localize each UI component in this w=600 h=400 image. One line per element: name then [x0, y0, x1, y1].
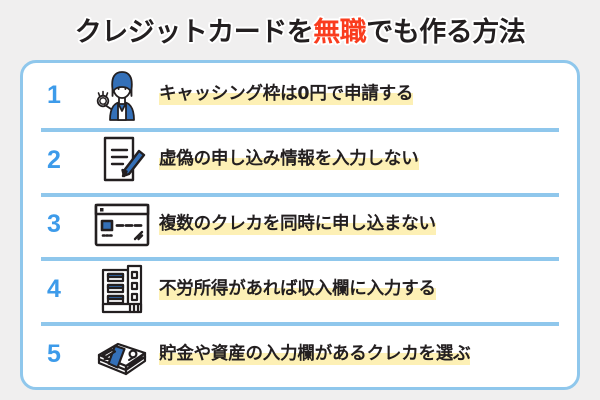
step-text: 虚偽の申し込み情報を入力しない: [159, 149, 419, 171]
document-with-pen-icon: [85, 132, 159, 188]
step-text: 不労所得があれば収入欄に入力する: [159, 278, 436, 300]
steps-card: 1: [20, 60, 580, 390]
step-number: 4: [47, 275, 61, 304]
list-item: 2 虚偽の申し込み情報を入力しない: [23, 127, 577, 193]
cash-bundle-icon: [85, 327, 159, 383]
list-item: 3: [23, 192, 577, 258]
list-item: 1: [23, 63, 577, 128]
page-title: クレジットカードを無職でも作る方法: [0, 0, 600, 58]
list-item: 4: [23, 257, 577, 322]
step-text: 複数のクレカを同時に申し込まない: [159, 214, 436, 236]
step-number: 3: [47, 210, 61, 239]
credit-card-icon: [85, 197, 159, 253]
steps-list: 1: [23, 63, 577, 387]
page-title-text: クレジットカードを無職でも作る方法: [75, 10, 526, 49]
businesswoman-ok-gesture-icon: [85, 67, 159, 123]
apartment-building-icon: [85, 262, 159, 318]
step-text: 貯金や資産の入力欄があるクレカを選ぶ: [159, 343, 471, 365]
step-number: 5: [47, 340, 61, 369]
title-highlight: 無職: [313, 16, 367, 48]
title-prefix: クレジットカードを: [74, 16, 314, 48]
step-number: 1: [47, 80, 61, 109]
list-item: 5: [23, 322, 577, 387]
step-number: 2: [47, 145, 61, 174]
step-text: キャッシング枠は0円で申請する: [159, 84, 414, 106]
title-suffix: でも作る方法: [366, 16, 526, 48]
